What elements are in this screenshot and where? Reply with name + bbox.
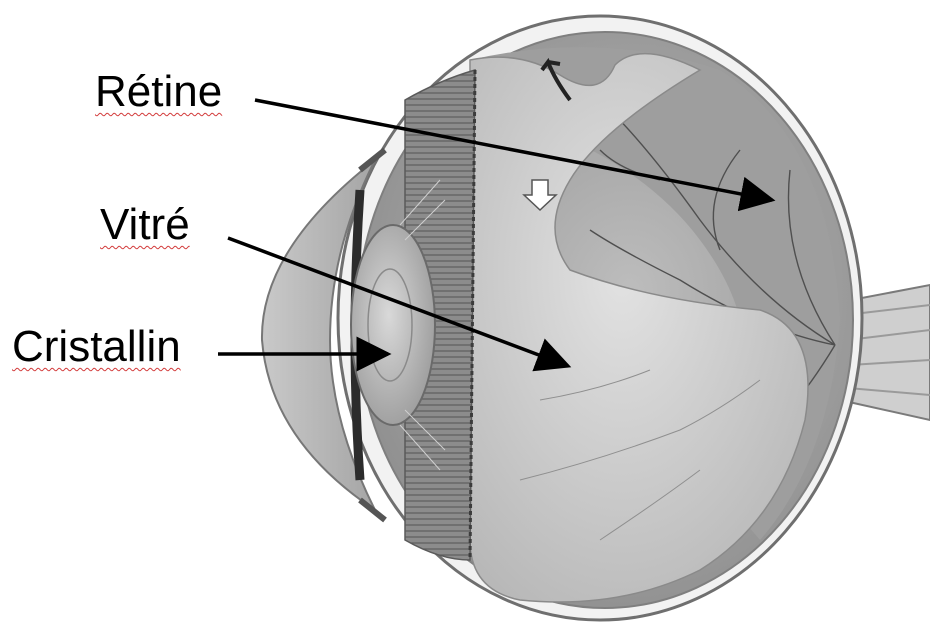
label-vitre: Vitré: [100, 203, 190, 247]
label-retine: Rétine: [95, 70, 222, 114]
label-cristallin: Cristallin: [12, 325, 181, 369]
lens: [351, 225, 435, 425]
